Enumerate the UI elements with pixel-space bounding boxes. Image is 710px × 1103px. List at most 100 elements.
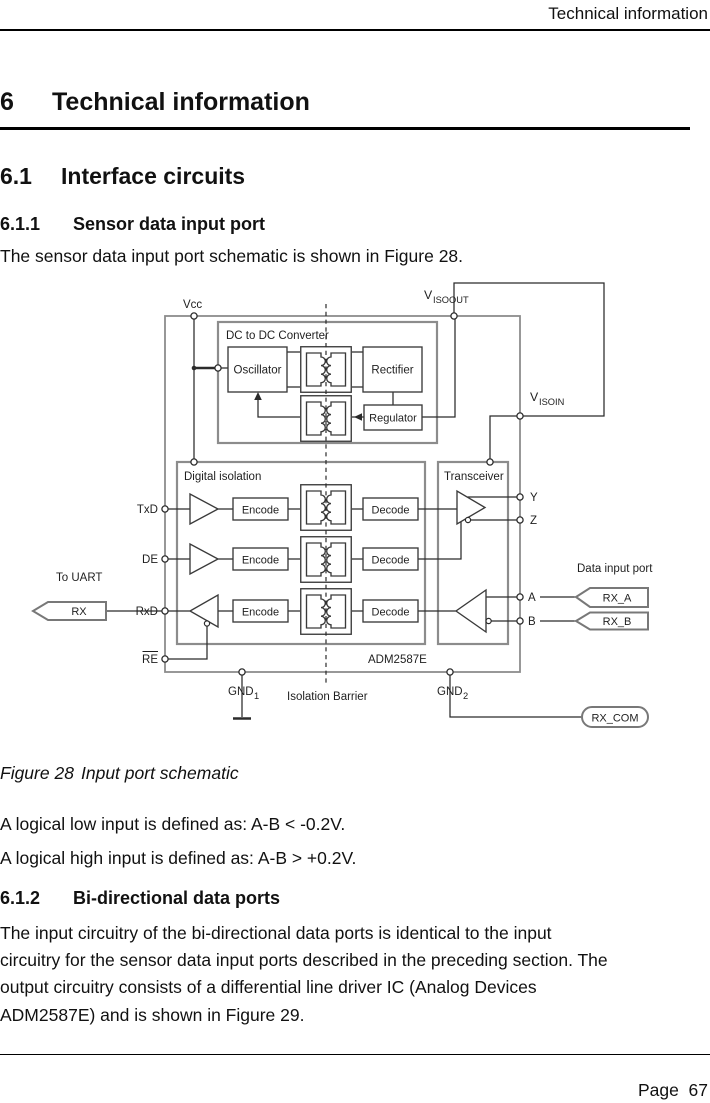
decode-block-rxd (362, 599, 419, 623)
buffer-triangle-de (189, 542, 220, 576)
pin-rxd (161, 607, 169, 615)
pin-nodes (161, 312, 524, 676)
wire-regulator-to-visoout (422, 316, 456, 418)
re-label: RE (142, 654, 158, 666)
paragraph-logical-high: A logical high input is defined as: A-B … (0, 848, 357, 868)
heading-3-bidirectional-title: Bi-directional data ports (73, 888, 281, 908)
oscillator-label: Oscillator (234, 365, 282, 377)
adm2587e-label: ADM2587E (368, 654, 427, 666)
pin-y (516, 493, 524, 501)
regulator-label: Regulator (369, 413, 417, 425)
page-header: Technical information (548, 4, 708, 23)
pin-digiso-top (190, 458, 198, 466)
pin-gnd1 (238, 668, 246, 676)
visoin-label: V (530, 390, 539, 404)
header-rule (0, 29, 710, 31)
pin-dcdc-in (214, 364, 222, 372)
schematic-labels: Vcc V ISOOUT V ISOIN DC to DC Converter … (56, 288, 653, 725)
rxd-label: RxD (136, 606, 158, 618)
paragraph-intro: The sensor data input port schematic is … (0, 246, 464, 266)
rx-com-flag-label: RX_COM (591, 713, 638, 725)
visoin-subscript: ISOIN (539, 397, 564, 407)
paragraph-line: The input circuitry of the bi-directiona… (0, 923, 552, 943)
transceiver-label: Transceiver (444, 471, 504, 483)
pin-re (161, 655, 169, 663)
connector-flags (31, 587, 649, 728)
encode-block-de (232, 547, 289, 571)
figure-28-schematic: Vcc V ISOOUT V ISOIN DC to DC Converter … (0, 280, 710, 740)
inverting-bubble-b (485, 617, 492, 625)
pin-visoout (450, 312, 458, 320)
regulator-block (363, 404, 423, 431)
buffer-triangle-rxd (188, 593, 219, 629)
driver-triangle (456, 489, 487, 526)
gnd1-label: GND (228, 686, 254, 698)
heading-1: 6 Technical information (0, 88, 710, 118)
component-blocks (188, 346, 492, 634)
page-number: Page 67 (637, 1080, 708, 1100)
encode-label-de: Encode (242, 555, 279, 567)
paragraph-line: output circuitry consists of a different… (0, 977, 537, 998)
wire-re-enable (168, 626, 208, 660)
footer-rule (0, 1054, 710, 1056)
buffer-triangle-txd (189, 492, 220, 526)
paragraph-line: circuitry for the sensor data input port… (0, 950, 608, 971)
to-uart-label: To UART (56, 572, 102, 584)
wire-external-loop (453, 282, 605, 417)
rectifier-label: Rectifier (371, 365, 413, 377)
visoout-subscript: ISOOUT (433, 295, 469, 305)
encode-label-rxd: Encode (242, 607, 279, 619)
figure-caption-text: Input port schematic (81, 763, 239, 783)
heading-3-sensor-title: Sensor data input port (73, 214, 266, 234)
heading-3-sensor: 6.1.1 Sensor data input port (0, 214, 710, 237)
data-input-port-label: Data input port (577, 563, 653, 575)
rx-com-flag (581, 706, 649, 728)
figure-caption-number: Figure 28 (0, 763, 74, 783)
figure-caption: Figure 28 Input port schematic (0, 762, 710, 785)
circuit-wires (106, 282, 605, 720)
arrowhead-up (254, 392, 262, 400)
digital-isolation-box (175, 460, 427, 646)
rx-flag-label: RX (71, 606, 87, 618)
wire-osc-to-xfmr (287, 351, 300, 388)
heading-2-number: 6.1 (0, 163, 32, 189)
dc-to-dc-converter-box (216, 320, 439, 445)
pin-de (161, 555, 169, 563)
vcc-label: Vcc (183, 299, 202, 311)
digital-isolation-label: Digital isolation (184, 471, 261, 483)
inverting-bubble-z (464, 516, 472, 524)
pin-gnd2 (446, 668, 454, 676)
wire-xfmr-to-rectifier (352, 351, 363, 388)
y-label: Y (530, 492, 538, 504)
junction-dot (191, 365, 197, 371)
heading-2-title: Interface circuits (61, 163, 246, 189)
decode-block-txd (362, 497, 419, 521)
wire-feedback (257, 399, 300, 418)
isolation-barrier-label: Isolation Barrier (287, 691, 368, 703)
b-label: B (528, 616, 536, 628)
encode-label-txd: Encode (242, 505, 279, 517)
pin-vcc (190, 312, 198, 320)
wire-de-row (168, 522, 462, 560)
enable-bubble-rxd (203, 620, 211, 627)
encode-block-txd (232, 497, 289, 521)
heading-3-bidirectional: 6.1.2 Bi-directional data ports (0, 888, 710, 911)
paragraph-bidirectional: The input circuitry of the bi-directiona… (0, 920, 608, 1029)
pin-transceiver-top (486, 458, 494, 466)
heading-1-title: Technical information (52, 88, 310, 116)
schematic-svg: Vcc V ISOOUT V ISOIN DC to DC Converter … (31, 282, 653, 728)
visoout-label: V (424, 288, 433, 302)
txd-label: TxD (137, 504, 158, 516)
heading-3-bidirectional-number: 6.1.2 (0, 888, 41, 908)
pin-a (516, 593, 524, 601)
pin-visoin (516, 412, 524, 420)
gnd2-label: GND (437, 686, 463, 698)
rx-flag (31, 601, 107, 621)
de-label: DE (142, 554, 158, 566)
encode-block-rxd (232, 599, 289, 623)
rx-a-flag (574, 587, 649, 608)
heading-3-sensor-number: 6.1.1 (0, 214, 41, 234)
decode-label-rxd: Decode (372, 607, 410, 619)
pin-z (516, 516, 524, 524)
rx-b-flag-label: RX_B (603, 616, 632, 628)
